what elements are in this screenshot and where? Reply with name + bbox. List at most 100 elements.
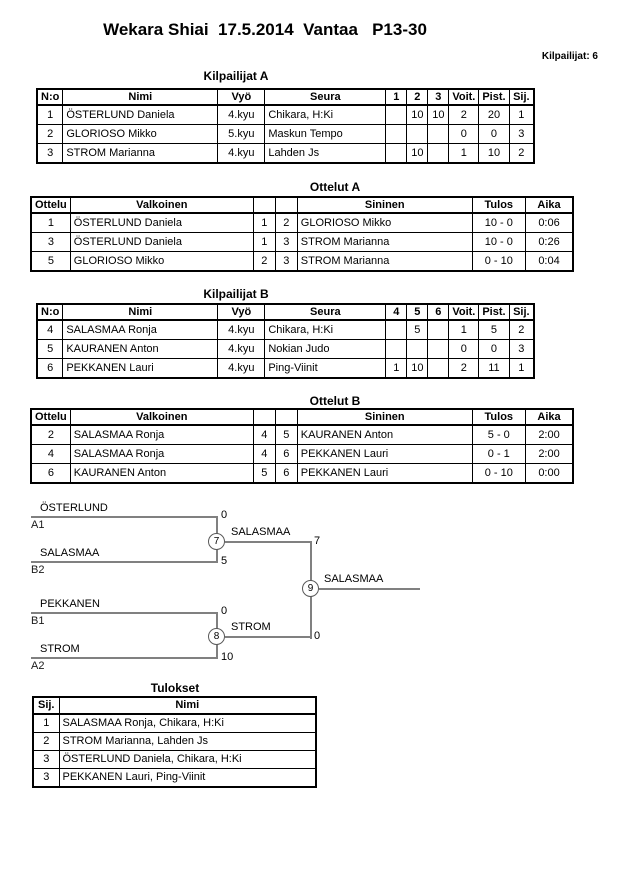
col-header-name: Nimi	[58, 696, 317, 715]
cell-place: 1	[508, 358, 535, 379]
cell-score-vs1	[385, 124, 408, 144]
cell-place: 2	[32, 732, 60, 751]
table-row: 4 SALASMAA Ronja 4.kyu Chikara, H:Ki 5 1…	[36, 319, 535, 340]
cell-blue-name: PEKKANEN Lauri	[296, 444, 473, 464]
cell-blue-no: 6	[274, 463, 298, 484]
bracket-entrant-name: STROM	[40, 643, 80, 655]
table-row: 3 PEKKANEN Lauri, Ping-Viinit	[32, 768, 317, 788]
table-header-row: Sij. Nimi	[32, 696, 317, 715]
cell-score: 0 - 10	[471, 251, 526, 272]
cell-points: 0	[478, 124, 510, 144]
cell-score-vs1	[385, 104, 408, 125]
table-row: 2 STROM Marianna, Lahden Js	[32, 732, 317, 751]
col-header-club: Seura	[264, 303, 387, 321]
cell-match-no: 4	[30, 444, 71, 464]
matches-a-table: Ottelu Valkoinen Sininen Tulos Aika 1 ÖS…	[30, 196, 575, 272]
bracket-line	[319, 588, 420, 590]
col-header-spacer	[274, 196, 298, 214]
cell-place: 1	[32, 713, 60, 733]
cell-name: STROM Marianna, Lahden Js	[58, 732, 317, 751]
cell-white-name: ÖSTERLUND Daniela	[69, 212, 254, 233]
cell-no: 4	[36, 319, 64, 340]
matches-b-table: Ottelu Valkoinen Sininen Tulos Aika 2 SA…	[30, 408, 575, 484]
table-header-row: Ottelu Valkoinen Sininen Tulos Aika	[30, 196, 574, 214]
cell-place: 3	[32, 750, 60, 769]
cell-belt: 5.kyu	[217, 124, 266, 144]
cell-time: 0:00	[524, 463, 574, 484]
table-header-row: Ottelu Valkoinen Sininen Tulos Aika	[30, 408, 574, 426]
cell-score-vs3: 10	[427, 104, 450, 125]
bracket-entrant-name: SALASMAA	[40, 547, 100, 559]
pool-a-title: Kilpailijat A	[203, 69, 269, 83]
bracket-score: 0	[314, 630, 321, 642]
cell-name: PEKKANEN Lauri, Ping-Viinit	[58, 768, 317, 788]
col-header-match: Ottelu	[30, 408, 71, 426]
cell-blue-no: 3	[274, 232, 298, 252]
cell-place: 2	[508, 319, 535, 340]
table-header-row: N:o Nimi Vyö Seura 4 5 6 Voit. Pist. Sij…	[36, 303, 535, 321]
cell-place: 3	[32, 768, 60, 788]
cell-wins: 0	[448, 124, 480, 144]
cell-belt: 4.kyu	[217, 104, 266, 125]
cell-blue-name: KAURANEN Anton	[296, 424, 473, 445]
col-header-time: Aika	[524, 408, 574, 426]
bracket-line	[31, 657, 218, 659]
bracket-line	[225, 541, 311, 543]
cell-match-no: 1	[30, 212, 71, 233]
col-header-spacer	[252, 196, 276, 214]
cell-club: Chikara, H:Ki	[264, 319, 387, 340]
bracket-score: 0	[221, 509, 228, 521]
table-row: 6 KAURANEN Anton 5 6 PEKKANEN Lauri 0 - …	[30, 463, 574, 484]
col-header-score: Tulos	[471, 408, 526, 426]
cell-club: Maskun Tempo	[264, 124, 387, 144]
cell-score-vs5: 10	[406, 358, 429, 379]
cell-name: GLORIOSO Mikko	[62, 124, 219, 144]
cell-points: 5	[478, 319, 510, 340]
cell-white-no: 4	[252, 444, 276, 464]
col-header-blue: Sininen	[296, 196, 473, 214]
cell-time: 0:26	[524, 232, 574, 252]
cell-place: 1	[508, 104, 535, 125]
col-header-white: Valkoinen	[69, 196, 254, 214]
table-row: 3 STROM Marianna 4.kyu Lahden Js 10 1 10…	[36, 143, 535, 164]
col-header-time: Aika	[524, 196, 574, 214]
table-row: 1 ÖSTERLUND Daniela 4.kyu Chikara, H:Ki …	[36, 104, 535, 125]
cell-blue-no: 2	[274, 212, 298, 233]
cell-time: 2:00	[524, 424, 574, 445]
col-header-opp5: 5	[406, 303, 429, 321]
bracket-score: 7	[314, 535, 321, 547]
col-header-opp2: 2	[406, 88, 429, 106]
bracket-line	[31, 516, 218, 518]
cell-blue-name: STROM Marianna	[296, 232, 473, 252]
col-header-white: Valkoinen	[69, 408, 254, 426]
bracket-winner-name: SALASMAA	[324, 573, 384, 585]
bracket-score: 5	[221, 555, 228, 567]
cell-name: STROM Marianna	[62, 143, 219, 164]
cell-place: 3	[508, 339, 535, 359]
cell-name: SALASMAA Ronja	[62, 319, 219, 340]
cell-score-vs2	[406, 124, 429, 144]
cell-score-vs5: 5	[406, 319, 429, 340]
pool-a-table: N:o Nimi Vyö Seura 1 2 3 Voit. Pist. Sij…	[36, 88, 536, 164]
table-row: 2 SALASMAA Ronja 4 5 KAURANEN Anton 5 - …	[30, 424, 574, 445]
col-header-spacer	[252, 408, 276, 426]
table-row: 5 GLORIOSO Mikko 2 3 STROM Marianna 0 - …	[30, 251, 574, 272]
cell-white-no: 5	[252, 463, 276, 484]
col-header-club: Seura	[264, 88, 387, 106]
col-header-no: N:o	[36, 88, 64, 106]
cell-match-no: 5	[30, 251, 71, 272]
match-circle: 8	[208, 628, 225, 645]
bracket-seed-label: B2	[31, 564, 45, 576]
cell-score-vs1	[385, 143, 408, 164]
table-row: 1 ÖSTERLUND Daniela 1 2 GLORIOSO Mikko 1…	[30, 212, 574, 233]
final-bracket: ÖSTERLUND A1 0 SALASMAA B2 5 7 SALASMAA …	[0, 500, 630, 685]
cell-match-no: 3	[30, 232, 71, 252]
cell-belt: 4.kyu	[217, 319, 266, 340]
cell-points: 11	[478, 358, 510, 379]
match-circle: 7	[208, 533, 225, 550]
col-header-belt: Vyö	[217, 88, 266, 106]
cell-wins: 2	[448, 358, 480, 379]
cell-club: Ping-Viinit	[264, 358, 387, 379]
col-header-blue: Sininen	[296, 408, 473, 426]
bracket-entrant-name: PEKKANEN	[40, 598, 100, 610]
